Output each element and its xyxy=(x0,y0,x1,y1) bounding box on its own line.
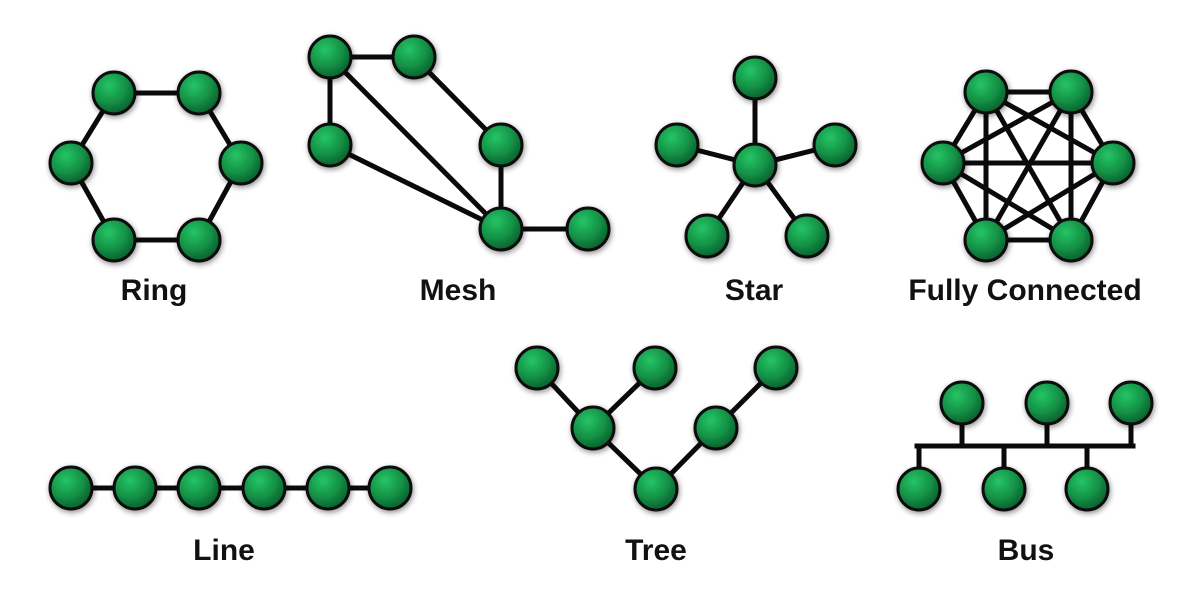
node-circle xyxy=(939,380,985,426)
node-circle xyxy=(367,465,413,511)
node-circle xyxy=(307,122,353,168)
topology-ring xyxy=(68,90,244,243)
node-circle xyxy=(1064,466,1110,512)
nodes-fully-connected xyxy=(920,69,1136,263)
nodes-mesh xyxy=(307,34,611,252)
node-circle xyxy=(812,122,858,168)
node-circle xyxy=(732,142,778,188)
node-circle xyxy=(1048,69,1094,115)
node-circle xyxy=(632,345,678,391)
label-star: Star xyxy=(724,274,784,307)
node-circle xyxy=(1090,140,1136,186)
edge xyxy=(940,89,1074,166)
node-circle xyxy=(693,405,739,451)
node-circle xyxy=(91,217,137,263)
node-circle xyxy=(896,466,942,512)
nodes-bus xyxy=(896,380,1154,512)
node-circle xyxy=(920,140,966,186)
node-circle xyxy=(633,466,679,512)
nodes-star xyxy=(654,55,858,259)
node-circle xyxy=(176,70,222,116)
node-circle xyxy=(91,70,137,116)
node-circle xyxy=(112,465,158,511)
edge xyxy=(983,89,1074,243)
node-circle xyxy=(1024,380,1070,426)
node-circle xyxy=(565,206,611,252)
node-circle xyxy=(48,140,94,186)
nodes-tree xyxy=(514,345,799,512)
label-bus: Bus xyxy=(997,534,1055,567)
edge xyxy=(940,160,1074,243)
nodes-line xyxy=(48,465,413,511)
label-fully-connected: Fully Connected xyxy=(908,274,1142,307)
node-circle xyxy=(514,345,560,391)
node-circle xyxy=(307,34,353,80)
topology-mesh xyxy=(327,54,591,232)
label-mesh: Mesh xyxy=(419,274,497,307)
node-circle xyxy=(963,69,1009,115)
node-circle xyxy=(963,217,1009,263)
nodes-layer xyxy=(48,34,1154,512)
node-circle xyxy=(48,465,94,511)
node-circle xyxy=(391,34,437,80)
topology-fully-connected xyxy=(940,89,1116,243)
node-circle xyxy=(305,465,351,511)
nodes-ring xyxy=(48,70,264,263)
node-circle xyxy=(176,465,222,511)
label-tree: Tree xyxy=(625,534,687,567)
node-circle xyxy=(784,213,830,259)
node-circle xyxy=(654,122,700,168)
node-circle xyxy=(241,465,287,511)
edge xyxy=(327,54,504,232)
node-circle xyxy=(753,345,799,391)
node-circle xyxy=(684,213,730,259)
node-circle xyxy=(218,140,264,186)
node-circle xyxy=(478,206,524,252)
node-circle xyxy=(732,55,778,101)
edge xyxy=(327,142,504,232)
edge xyxy=(983,160,1116,243)
node-circle xyxy=(1108,380,1154,426)
node-circle xyxy=(176,217,222,263)
node-circle xyxy=(570,405,616,451)
label-line: Line xyxy=(193,534,255,567)
node-circle xyxy=(478,122,524,168)
node-circle xyxy=(1048,217,1094,263)
node-circle xyxy=(981,466,1027,512)
label-ring: Ring xyxy=(120,274,188,307)
